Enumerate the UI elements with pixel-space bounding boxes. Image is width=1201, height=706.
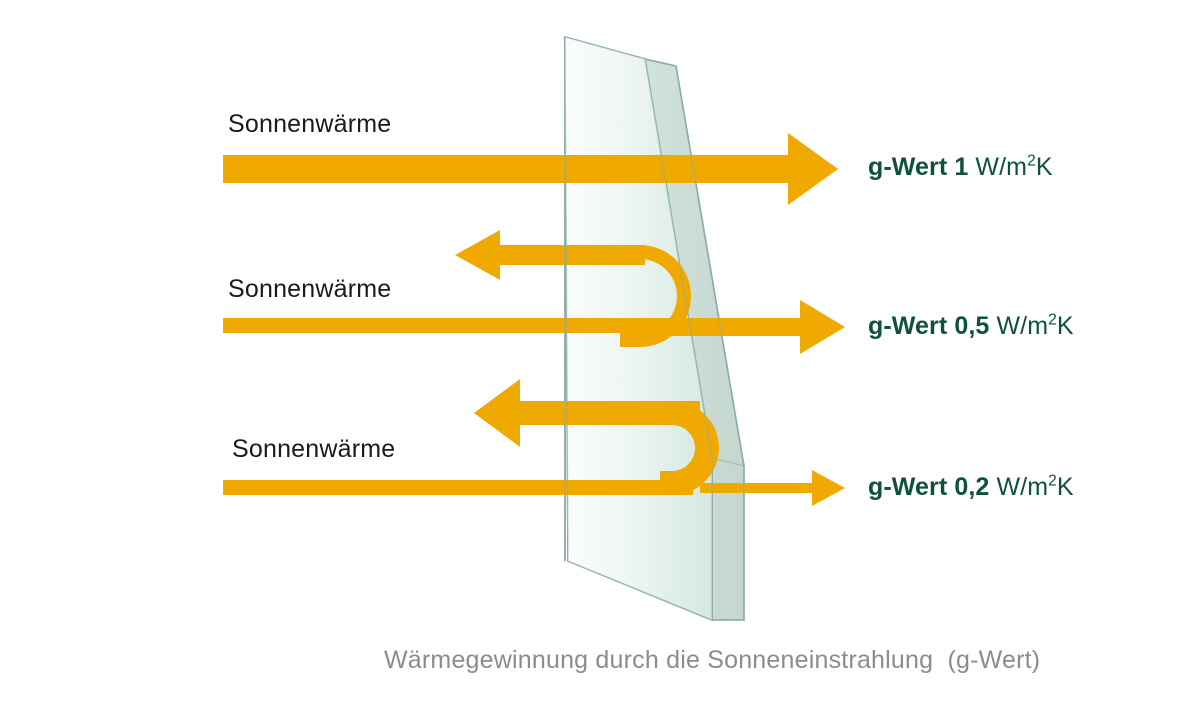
row2-outgoing-arrow — [655, 300, 845, 354]
row2-value-strong: g-Wert 0,5 — [868, 312, 990, 340]
flow-row-1 — [223, 133, 838, 205]
row3-reflected-arrow — [474, 379, 700, 447]
row1-incoming-arrow — [223, 133, 838, 205]
row1-value-strong: g-Wert 1 — [868, 153, 969, 181]
row1-value-label: g-Wert 1 W/m2K — [868, 152, 1053, 181]
row3-value-label: g-Wert 0,2 W/m2K — [868, 472, 1074, 501]
row1-heat-label: Sonnenwärme — [228, 110, 392, 138]
row2-incoming-bar — [223, 318, 663, 333]
row2-value-unit: W/m2K — [996, 311, 1074, 340]
flow-row-2 — [223, 230, 845, 354]
flow-row-3 — [223, 379, 845, 506]
figure-caption: Wärmegewinnung durch die Sonneneinstrahl… — [384, 646, 1041, 674]
row3-value-unit-sup: 2 — [1048, 472, 1057, 490]
row2-heat-label: Sonnenwärme — [228, 275, 392, 303]
row3-heat-label: Sonnenwärme — [232, 435, 396, 463]
row3-outgoing-arrow — [700, 470, 845, 506]
row3-incoming-bar — [223, 480, 693, 495]
row2-value-unit-sup: 2 — [1048, 311, 1057, 329]
row2-reflected-arrow — [455, 230, 645, 280]
row3-value-strong: g-Wert 0,2 — [868, 473, 990, 501]
glass-pane-overlay-outline — [564, 36, 745, 622]
row1-value-unit-sup: 2 — [1027, 152, 1036, 170]
row2-value-label: g-Wert 0,5 W/m2K — [868, 311, 1074, 340]
row1-value-unit: W/m2K — [975, 152, 1053, 181]
row3-value-unit: W/m2K — [996, 472, 1074, 501]
